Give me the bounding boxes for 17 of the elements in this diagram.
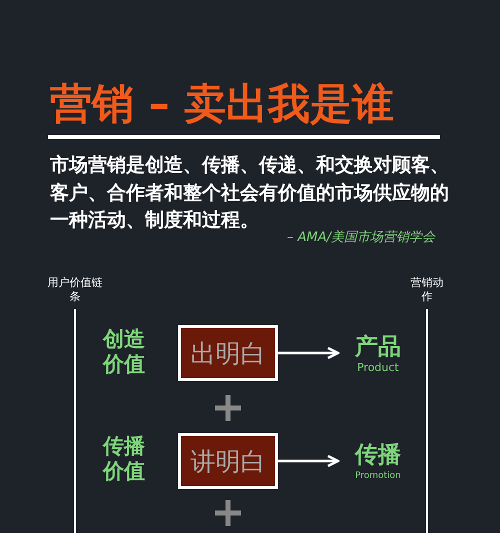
attribution-text: – AMA/美国市场营销学会 bbox=[286, 230, 435, 246]
action-subtitle: Promotion bbox=[354, 470, 402, 483]
axis-label: 营销动作 bbox=[410, 276, 444, 304]
box-label: 出明白 bbox=[190, 338, 266, 370]
definition-text: 市场营销是创造、传播、传递、和交换对顾客、客户、合作者和整个社会有价值的市场供应物的一种活动、制度和过程。 bbox=[50, 153, 450, 232]
action-label: 传播 bbox=[354, 441, 402, 469]
action-subtitle: Product bbox=[356, 361, 400, 375]
box-label: 讲明白 bbox=[190, 446, 266, 478]
axis-label: 用户价值链条 bbox=[46, 276, 104, 304]
stage-label: 传播价值 bbox=[103, 434, 146, 484]
arrow bbox=[278, 346, 340, 360]
arrow bbox=[278, 454, 340, 468]
title: 营销 – 卖出我是谁 bbox=[50, 78, 394, 130]
stage-label: 创造价值 bbox=[103, 327, 146, 378]
process-box bbox=[178, 325, 278, 381]
action-label: 产品 bbox=[354, 333, 402, 361]
process-box bbox=[178, 433, 278, 489]
